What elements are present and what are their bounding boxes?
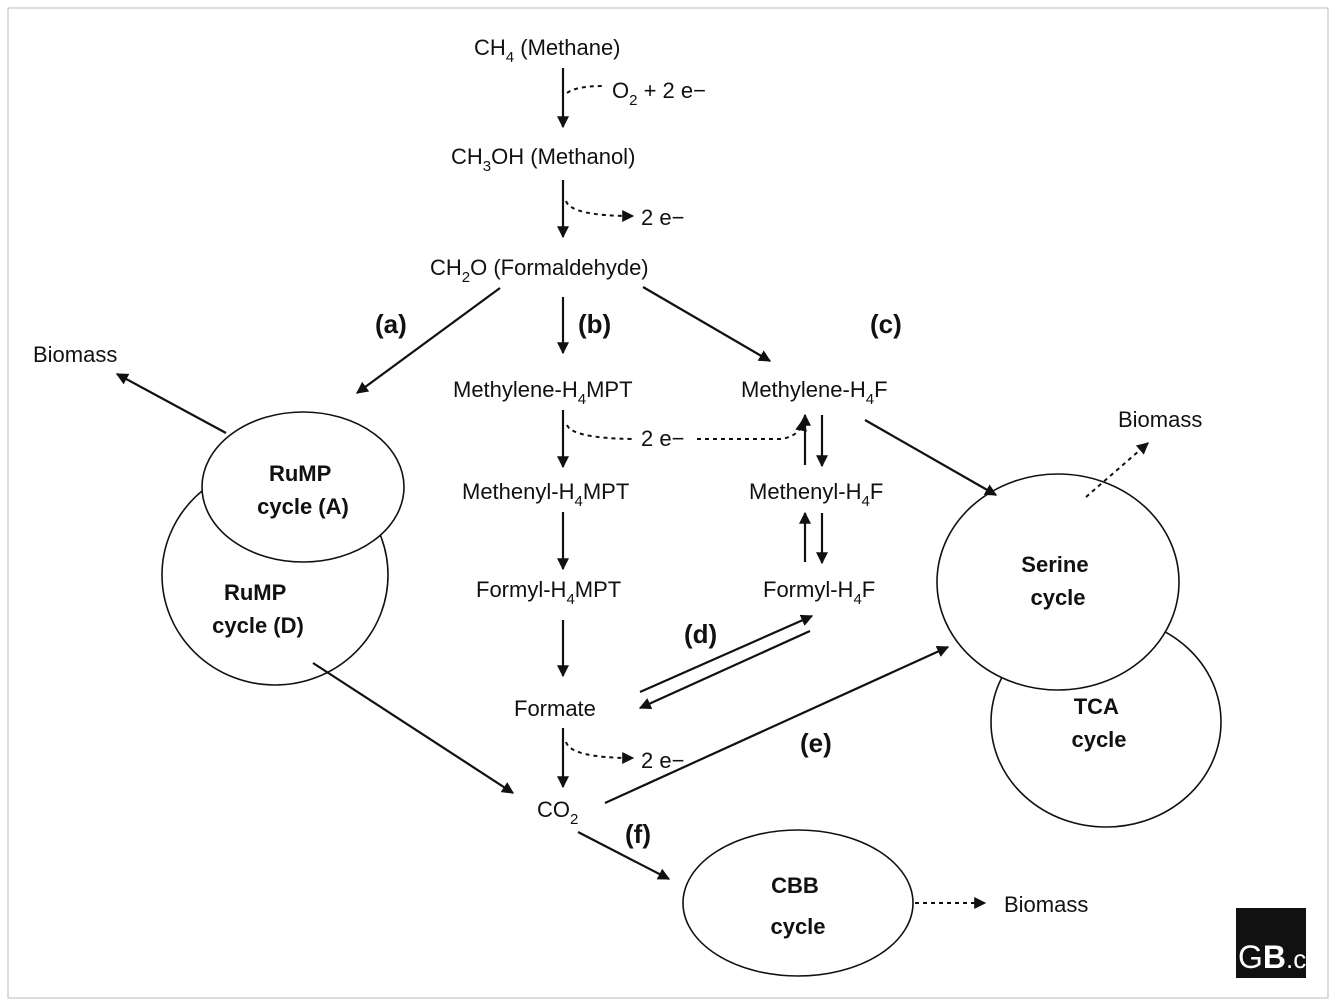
o2-electrons-label: O2 + 2 e−	[612, 78, 706, 109]
dashed-electron-transfer	[566, 420, 803, 440]
formyl-h4f-label: Formyl-H4F	[763, 577, 875, 608]
cbb-cycle-label: CBB cycle	[770, 873, 825, 939]
pathway-label-d: (d)	[684, 619, 717, 649]
arrow-formate-to-formyl-h4f	[639, 614, 814, 694]
serine-cycle-ellipse	[936, 473, 1180, 691]
dashed-electrons-out-1	[565, 200, 635, 222]
pathway-label-a: (a)	[375, 309, 407, 339]
tca-cycle-line1: TCA	[1074, 694, 1119, 719]
methenyl-h4mpt-label: Methenyl-H4MPT	[462, 479, 629, 510]
methanol-label: CH3OH (Methanol)	[451, 144, 635, 175]
biomass-bottom-label: Biomass	[1004, 892, 1088, 917]
pathway-label-f: (f)	[625, 819, 651, 849]
logo-background	[1236, 908, 1306, 978]
serine-cycle-label: Serine cycle	[1021, 552, 1094, 610]
serine-cycle-line2: cycle	[1030, 585, 1085, 610]
rump-cycle-a-label: RuMP cycle (A)	[257, 461, 349, 519]
arrow-formaldehyde-to-methylene-h4f	[642, 286, 772, 362]
arrow-rump-to-biomass	[115, 373, 227, 434]
methane-label: CH4 (Methane)	[474, 35, 621, 66]
rump-cycle-d-label: RuMP cycle (D)	[212, 580, 304, 638]
arrow-methylene-h4f-to-serine	[864, 419, 998, 496]
serine-cycle-line1: Serine	[1021, 552, 1088, 577]
pathway-label-e: (e)	[800, 728, 832, 758]
diagram-frame	[7, 7, 1329, 999]
tca-cycle-label: TCA cycle	[1071, 694, 1126, 752]
formyl-h4mpt-label: Formyl-H4MPT	[476, 577, 621, 608]
arrow-formyl-h4f-to-formate	[638, 629, 811, 710]
methylene-h4f-label: Methylene-H4F	[741, 377, 888, 408]
electrons-label-3: 2 e−	[641, 748, 684, 773]
formate-label: Formate	[514, 696, 596, 721]
arrow-co2-to-serine	[604, 645, 950, 805]
logo-text: GB.c	[1238, 939, 1306, 975]
cbb-cycle-line2: cycle	[770, 914, 825, 939]
methenyl-h4f-label: Methenyl-H4F	[749, 479, 883, 510]
methylene-h4mpt-label: Methylene-H4MPT	[453, 377, 633, 408]
logo-badge: GB.c	[1236, 908, 1306, 978]
pathway-label-c: (c)	[870, 309, 902, 339]
cbb-cycle-line1: CBB	[771, 873, 819, 898]
pathway-label-b: (b)	[578, 309, 611, 339]
arrow-co2-to-cbb	[577, 831, 671, 880]
dashed-electrons-out-3	[565, 741, 635, 764]
biomass-left-label: Biomass	[33, 342, 117, 367]
rump-cycle-a-line1: RuMP	[269, 461, 331, 486]
tca-cycle-line2: cycle	[1071, 727, 1126, 752]
electrons-label-1: 2 e−	[641, 205, 684, 230]
arrow-rump-to-co2	[312, 662, 515, 794]
dashed-o2-input	[566, 85, 605, 94]
dashed-serine-to-biomass	[1085, 442, 1149, 498]
rump-cycle-a-ellipse	[201, 411, 405, 563]
co2-label: CO2	[537, 797, 578, 828]
formaldehyde-label: CH2O (Formaldehyde)	[430, 255, 649, 286]
cbb-cycle-ellipse	[682, 829, 914, 977]
electrons-label-2: 2 e−	[641, 426, 684, 451]
rump-cycle-a-line2: cycle (A)	[257, 494, 349, 519]
rump-cycle-d-line2: cycle (D)	[212, 613, 304, 638]
arrow-formaldehyde-to-rump	[356, 287, 501, 394]
biomass-right-label: Biomass	[1118, 407, 1202, 432]
rump-cycle-d-line1: RuMP	[224, 580, 286, 605]
